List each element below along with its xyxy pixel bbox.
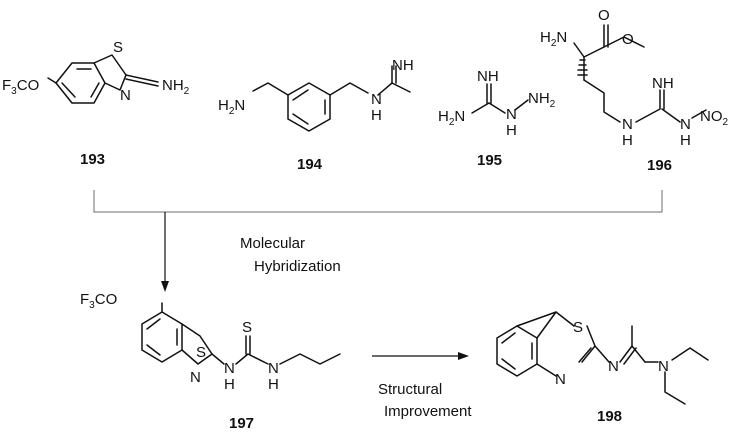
c193-f3co-label: F3CO (2, 77, 39, 97)
c193-number: 193 (80, 151, 105, 168)
c196-number: 196 (647, 157, 672, 174)
c194-n-amine-atom: N (371, 91, 382, 108)
c195-h2n-label: H2N (438, 108, 465, 128)
c193-n-atom: N (120, 87, 131, 104)
hybridization-caption-line1: Molecular (240, 235, 305, 252)
c196-o-carbonyl-atom: O (598, 7, 610, 24)
compound-197: F3CO S N S N H N H 197 (80, 291, 341, 432)
c197-n-right-atom: N (268, 360, 279, 377)
c194-nh-imine-atom: NH (392, 57, 414, 74)
c197-n-left-atom: N (224, 360, 235, 377)
c193-nh2-label: NH2 (162, 77, 190, 97)
c196-h-right-atom: H (680, 132, 691, 149)
c195-number: 195 (477, 152, 502, 169)
c195-nh-imine-atom: NH (477, 68, 499, 85)
c197-s-ring-atom: S (196, 344, 206, 361)
c195-h-mid-atom: H (506, 122, 517, 139)
hybridization-caption-line2: Hybridization (254, 258, 341, 275)
compound-198-bonds (496, 311, 709, 405)
c197-s-thio-atom: S (242, 319, 252, 336)
hybridization-flow (93, 190, 663, 292)
c195-nh2-label: NH2 (528, 90, 556, 110)
merge-bracket (93, 190, 663, 213)
c197-number: 197 (229, 415, 254, 432)
c193-s-atom: S (113, 39, 123, 56)
c197-h-left-atom: H (224, 376, 235, 393)
compound-194-bonds (252, 65, 411, 132)
improvement-caption-line1: Structural (378, 381, 442, 398)
compound-193-bonds (47, 54, 159, 104)
c194-h2n-label: H2N (218, 97, 245, 117)
c197-n-ring-atom: N (190, 369, 201, 386)
c198-s-atom: S (573, 319, 583, 336)
compound-193: F3CO S N NH2 193 (2, 39, 190, 168)
c198-n-ring-atom: N (555, 371, 566, 388)
c194-number: 194 (297, 156, 323, 173)
compound-197-bonds (141, 302, 341, 365)
c198-n-imine-atom: N (608, 358, 619, 375)
c197-h-right-atom: H (268, 376, 279, 393)
compound-196: H2N O O NH N H N H NO2 196 (540, 7, 729, 174)
c196-o-ester-atom: O (622, 31, 634, 48)
c194-h-amine-atom: H (371, 107, 382, 124)
compound-198: S N N N 198 (496, 311, 709, 425)
hybridization-arrowhead (161, 281, 169, 292)
c198-number: 198 (597, 408, 622, 425)
compound-195-bonds (471, 83, 529, 114)
improvement-arrowhead (458, 352, 469, 360)
c197-f3co-label: F3CO (80, 291, 117, 311)
improvement-caption-line2: Improvement (384, 403, 472, 420)
c196-h2n-label: H2N (540, 29, 567, 49)
compound-195: NH H2N N H NH2 195 (438, 68, 556, 169)
improvement-flow (372, 352, 469, 360)
c196-n-right-atom: N (680, 116, 691, 133)
c198-n-amine-atom: N (658, 358, 669, 375)
c196-n-left-atom: N (622, 116, 633, 133)
c195-n-mid-atom: N (506, 106, 517, 123)
c196-h-left-atom: H (622, 132, 633, 149)
c196-no2-label: NO2 (700, 108, 729, 128)
c196-nh-imine-atom: NH (652, 75, 674, 92)
compound-196-bonds (573, 24, 707, 123)
compound-194: H2N NH N H 194 (218, 57, 414, 173)
